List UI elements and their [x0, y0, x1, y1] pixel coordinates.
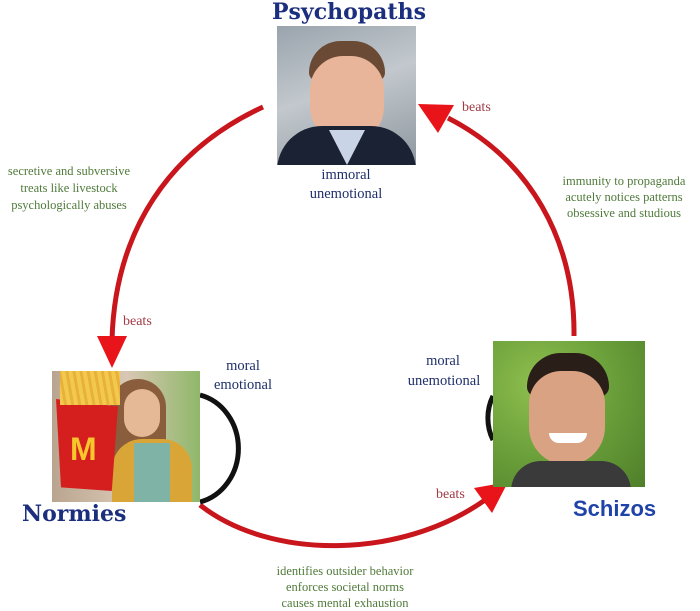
- reason-schizos-2: acutely notices patterns: [565, 190, 683, 204]
- arrow-schizos-to-psychopaths: [446, 115, 577, 337]
- arrowhead-normies: [97, 336, 127, 368]
- psychopaths-photo: [277, 26, 416, 165]
- mcdonalds-logo-icon: M: [70, 431, 97, 467]
- schizos-trait-2: unemotional: [407, 373, 481, 389]
- psychopaths-trait-1: immoral: [321, 167, 371, 183]
- face: [529, 371, 605, 465]
- face: [124, 389, 160, 437]
- schizos-trait-1: moral: [426, 353, 460, 369]
- beats-label-normies: beats: [123, 314, 152, 329]
- node-title-normies: Normies: [22, 501, 127, 527]
- normies-trait-1: moral: [226, 358, 260, 374]
- psychopaths-trait-2: unemotional: [309, 186, 383, 202]
- arrow-psychopaths-to-normies: [109, 104, 265, 341]
- reason-normies-1: identifies outsider behavior: [276, 564, 414, 578]
- arrowhead-schizos: [474, 482, 508, 513]
- reason-schizos-3: obsessive and studious: [567, 206, 681, 220]
- schizos-photo: [493, 341, 645, 487]
- normies-trait-2: emotional: [214, 377, 272, 393]
- shirt: [134, 443, 170, 502]
- beats-label-psychopaths: beats: [462, 100, 491, 115]
- schizos-photo-ring: [485, 394, 496, 442]
- reason-psychopaths-2: treats like livestock: [20, 181, 118, 195]
- fries-box: [56, 399, 118, 491]
- beats-label-schizos: beats: [436, 487, 465, 502]
- reason-schizos-1: immunity to propaganda: [562, 174, 686, 188]
- arrowhead-psychopaths: [418, 104, 454, 133]
- reason-psychopaths-3: psychologically abuses: [11, 198, 127, 212]
- node-title-schizos: Schizos: [573, 496, 657, 521]
- reason-normies-2: enforces societal norms: [285, 580, 404, 594]
- normies-photo: M: [52, 371, 200, 502]
- smile: [549, 433, 587, 443]
- normies-photo-ring: [199, 392, 241, 505]
- fries: [60, 371, 120, 405]
- shirt: [511, 461, 631, 487]
- node-title-psychopaths: Psychopaths: [272, 0, 426, 25]
- arrow-normies-to-schizos: [198, 497, 487, 549]
- reason-normies-3: causes mental exhaustion: [281, 596, 409, 610]
- reason-psychopaths-1: secretive and subversive: [7, 164, 131, 178]
